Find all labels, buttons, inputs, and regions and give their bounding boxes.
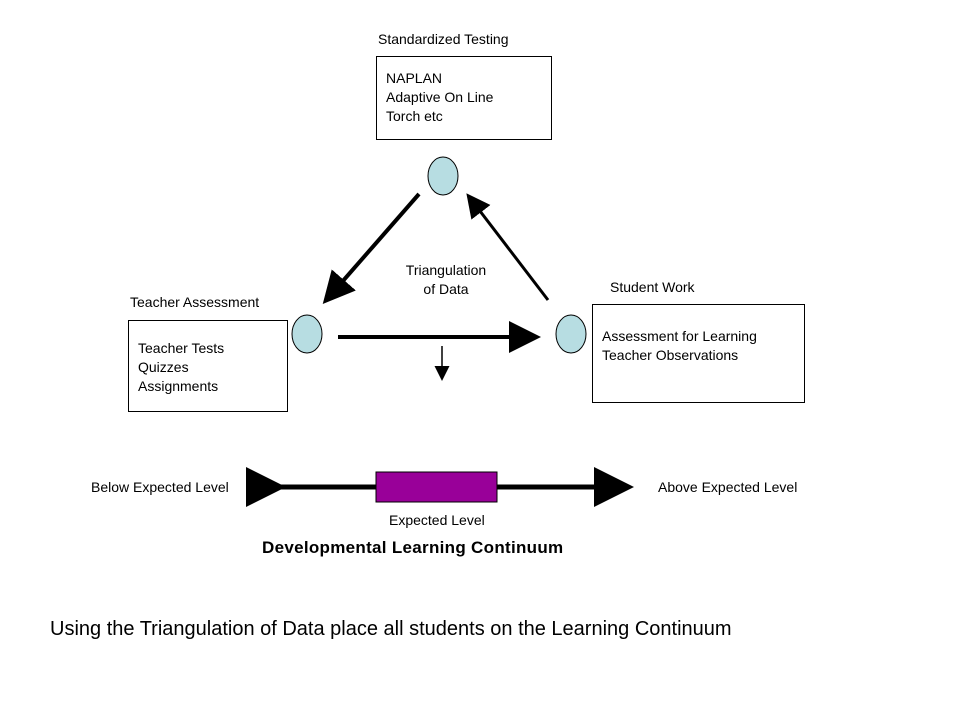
arrow-right-to-top [466, 193, 550, 301]
teacher-item-2: Quizzes [138, 359, 189, 375]
above-expected-label: Above Expected Level [658, 479, 798, 495]
student-item-2: Teacher Observations [602, 347, 739, 363]
node-circle-top [427, 156, 459, 196]
standardized-item-3: Torch etc [386, 108, 443, 124]
below-expected-label: Below Expected Level [91, 479, 229, 495]
node-circle-left [291, 314, 323, 354]
triangulation-label-line1: Triangulation [405, 262, 487, 278]
standardized-testing-title: Standardized Testing [378, 31, 509, 47]
student-work-title: Student Work [610, 279, 695, 295]
triangulation-label: Triangulation of Data [396, 261, 496, 299]
arrow-top-to-left [322, 192, 421, 305]
instruction-text: Using the Triangulation of Data place al… [50, 618, 732, 640]
node-circle-right [555, 314, 587, 354]
standardized-item-2: Adaptive On Line [386, 89, 494, 105]
expected-level-bar [375, 471, 498, 503]
student-work-box: Assessment for Learning Teacher Observat… [592, 304, 805, 403]
standardized-item-1: NAPLAN [386, 70, 443, 86]
teacher-assessment-title: Teacher Assessment [130, 294, 260, 310]
triangulation-label-line2: of Data [423, 281, 469, 297]
standardized-testing-box: NAPLAN Adaptive On Line Torch etc [376, 56, 552, 140]
teacher-assessment-box: Teacher Tests Quizzes Assignments [128, 320, 288, 412]
teacher-item-3: Assignments [138, 378, 219, 394]
continuum-title: Developmental Learning Continuum [262, 538, 564, 557]
student-item-1: Assessment for Learning [602, 328, 757, 344]
expected-level-label: Expected Level [389, 512, 485, 528]
teacher-item-1: Teacher Tests [138, 340, 225, 356]
